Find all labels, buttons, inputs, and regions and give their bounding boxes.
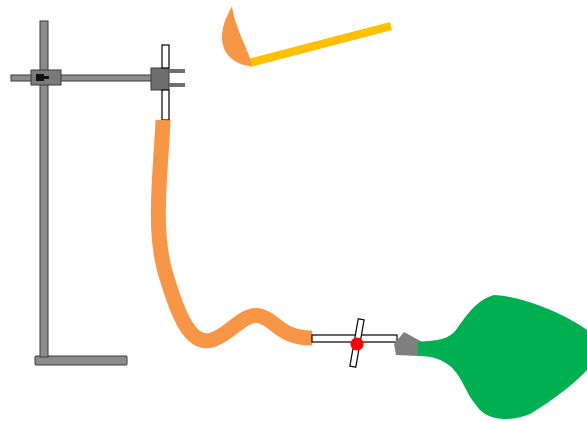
clamp-jaw bbox=[150, 67, 170, 91]
rubber-bladder[interactable] bbox=[418, 295, 587, 420]
stopcock-valve-icon[interactable] bbox=[350, 337, 364, 351]
bosshead-screw-icon bbox=[36, 74, 44, 81]
bosshead-screw-stem bbox=[43, 76, 49, 79]
clamp-prong-top bbox=[169, 69, 185, 73]
retort-stand bbox=[34, 20, 128, 366]
splint-stick bbox=[248, 22, 392, 67]
stand-clamp bbox=[10, 67, 185, 91]
stopcock[interactable] bbox=[349, 318, 365, 368]
stand-rod bbox=[39, 20, 49, 358]
nozzle bbox=[394, 332, 424, 356]
glass-tube-lower bbox=[161, 89, 170, 121]
flame-icon bbox=[222, 6, 252, 66]
burning-splint bbox=[222, 6, 392, 67]
glass-tube bbox=[161, 44, 170, 121]
clamp-prong-bottom bbox=[169, 83, 185, 87]
glass-tube-upper bbox=[161, 44, 170, 69]
rubber-tubing bbox=[150, 119, 313, 349]
stand-base bbox=[34, 355, 128, 366]
